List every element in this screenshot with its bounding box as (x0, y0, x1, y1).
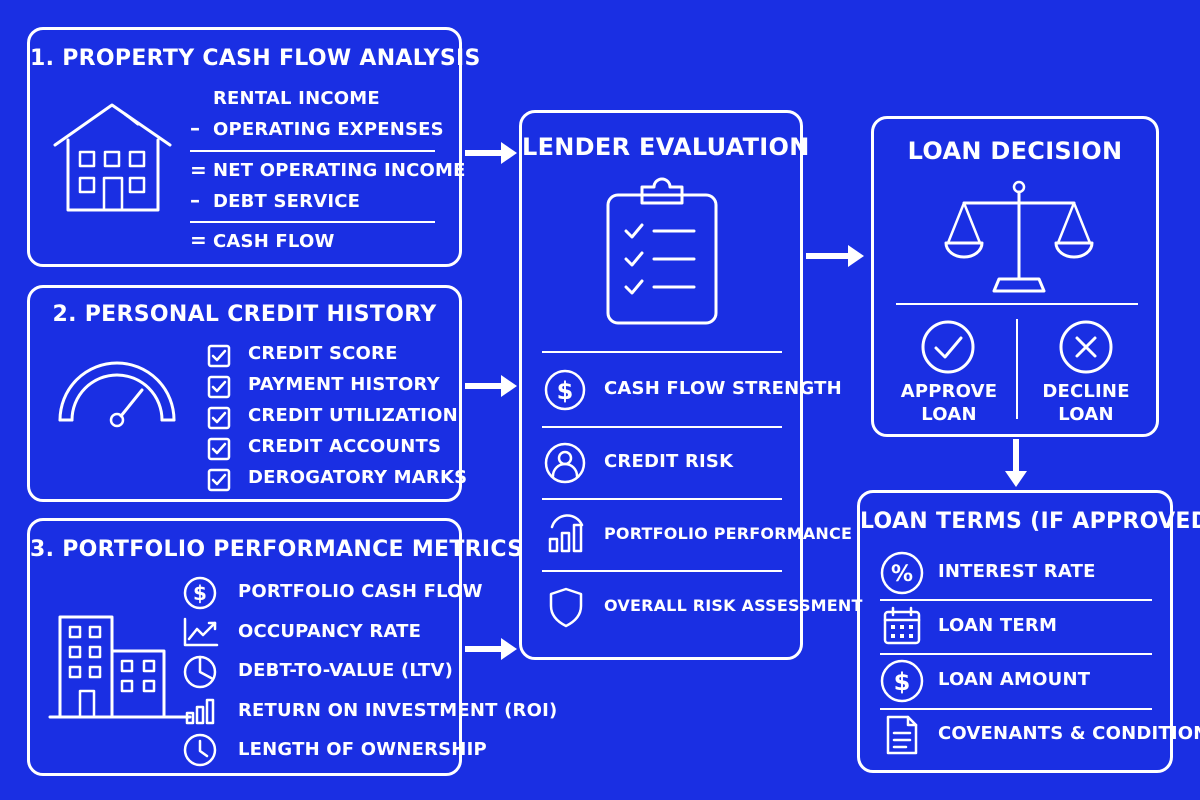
terms-divider-3 (880, 708, 1152, 710)
lender-divider-3 (542, 570, 782, 572)
portfolio-panel: 3. PORTFOLIO PERFORMANCE METRICS $ (27, 518, 557, 776)
x-circle-icon[interactable] (1058, 319, 1114, 375)
checkbox-icon (207, 437, 231, 461)
calendar-icon (883, 606, 921, 645)
cf-op-4: = (190, 228, 207, 252)
lender-cash-flow-strength: CASH FLOW STRENGTH (604, 378, 842, 399)
decline-loan-line2[interactable]: LOAN (1058, 404, 1114, 425)
checkbox-icon (207, 344, 231, 368)
dollar-icon: $ (880, 659, 924, 703)
line-chart-icon (183, 617, 219, 647)
dollar-icon: $ (183, 576, 217, 610)
lender-credit-risk: CREDIT RISK (604, 451, 734, 472)
cf-net-operating-income: NET OPERATING INCOME (213, 160, 466, 181)
pf-portfolio-cash-flow: PORTFOLIO CASH FLOW (238, 581, 483, 602)
decline-loan-line1[interactable]: DECLINE (1042, 381, 1130, 402)
decision-divider (896, 303, 1138, 305)
terms-divider-1 (880, 599, 1152, 601)
lender-portfolio-performance: PORTFOLIO PERFORMANCE (604, 524, 853, 543)
terms-divider-2 (880, 653, 1152, 655)
credit-item-credit-score: CREDIT SCORE (248, 343, 398, 364)
document-icon (886, 715, 918, 755)
arrow-credit-to-lender (465, 375, 517, 397)
shield-icon (549, 587, 583, 628)
decision-title: LOAN DECISION (907, 137, 1123, 165)
bar-chart-icon (185, 698, 215, 725)
arrow-portfolio-to-lender (465, 638, 517, 660)
pf-debt-to-value: DEBT-TO-VALUE (LTV) (238, 660, 454, 681)
pf-length-of-ownership: LENGTH OF OWNERSHIP (238, 739, 487, 760)
gauge-icon (58, 361, 176, 428)
cf-op-1: – (190, 116, 200, 140)
lender-divider-1 (542, 426, 782, 428)
terms-panel: LOAN TERMS (IF APPROVED) % INTEREST RATE… (857, 490, 1200, 773)
pf-return-on-investment: RETURN ON INVESTMENT (ROI) (238, 700, 558, 721)
checkbox-icon (207, 406, 231, 430)
approve-loan-line2[interactable]: LOAN (921, 404, 977, 425)
terms-covenants-conditions: COVENANTS & CONDITIONS (938, 723, 1200, 744)
clipboard-icon (606, 177, 718, 325)
credit-item-payment-history: PAYMENT HISTORY (248, 374, 440, 395)
credit-item-derogatory-marks: DEROGATORY MARKS (248, 467, 468, 488)
checkbox-icon (207, 468, 231, 492)
clock-icon (183, 733, 217, 767)
percent-icon: % (880, 551, 924, 595)
buildings-icon (48, 615, 192, 719)
pie-chart-icon (183, 655, 217, 689)
lender-divider-2 (542, 498, 782, 500)
svg-text:$: $ (557, 377, 574, 405)
cf-cash-flow: CASH FLOW (213, 231, 335, 252)
cf-operating-expenses: OPERATING EXPENSES (213, 119, 444, 140)
credit-panel: 2. PERSONAL CREDIT HISTORY CREDIT SCORE P… (27, 285, 467, 502)
bar-chart-icon (548, 514, 584, 553)
arrow-decision-to-terms (1005, 439, 1027, 487)
lender-divider-0 (542, 351, 782, 353)
scales-icon (944, 180, 1094, 293)
cf-rental-income: RENTAL INCOME (213, 88, 380, 109)
dollar-icon: $ (544, 369, 586, 411)
credit-item-credit-utilization: CREDIT UTILIZATION (248, 405, 458, 426)
checkbox-icon (207, 375, 231, 399)
svg-text:$: $ (894, 668, 911, 696)
terms-interest-rate: INTEREST RATE (938, 561, 1096, 582)
check-circle-icon[interactable] (920, 319, 976, 375)
arrow-cashflow-to-lender (465, 142, 517, 164)
cf-divider-2 (190, 221, 435, 223)
cf-debt-service: DEBT SERVICE (213, 191, 361, 212)
decision-split (1016, 319, 1018, 419)
arrow-lender-to-decision (806, 245, 864, 267)
credit-item-credit-accounts: CREDIT ACCOUNTS (248, 436, 442, 457)
house-icon (53, 103, 172, 212)
svg-text:$: $ (193, 581, 207, 605)
lender-panel: LENDER EVALUATION $ CASH FLOW STRENGTH C… (519, 110, 862, 660)
cf-op-3: – (190, 188, 200, 212)
cf-op-2: = (190, 158, 207, 182)
lender-title: LENDER EVALUATION (522, 133, 810, 161)
user-icon (544, 442, 586, 484)
cash-flow-title: 1. PROPERTY CASH FLOW ANALYSIS (30, 46, 481, 71)
credit-title: 2. PERSONAL CREDIT HISTORY (52, 302, 437, 327)
portfolio-title: 3. PORTFOLIO PERFORMANCE METRICS (30, 537, 524, 562)
terms-loan-amount: LOAN AMOUNT (938, 669, 1091, 690)
lender-overall-risk-assessment: OVERALL RISK ASSESSMENT (604, 596, 863, 615)
approve-loan-line1[interactable]: APPROVE (900, 381, 998, 402)
svg-text:%: % (891, 562, 913, 587)
terms-loan-term: LOAN TERM (938, 615, 1058, 636)
terms-title: LOAN TERMS (IF APPROVED) (860, 509, 1200, 534)
cf-divider-1 (190, 150, 435, 152)
cash-flow-panel: 1. PROPERTY CASH FLOW ANALYSIS – = – = R… (27, 27, 481, 267)
decision-panel: LOAN DECISION APPROVE LOAN DECLINE LOAN (871, 116, 1159, 437)
pf-occupancy-rate: OCCUPANCY RATE (238, 621, 422, 642)
